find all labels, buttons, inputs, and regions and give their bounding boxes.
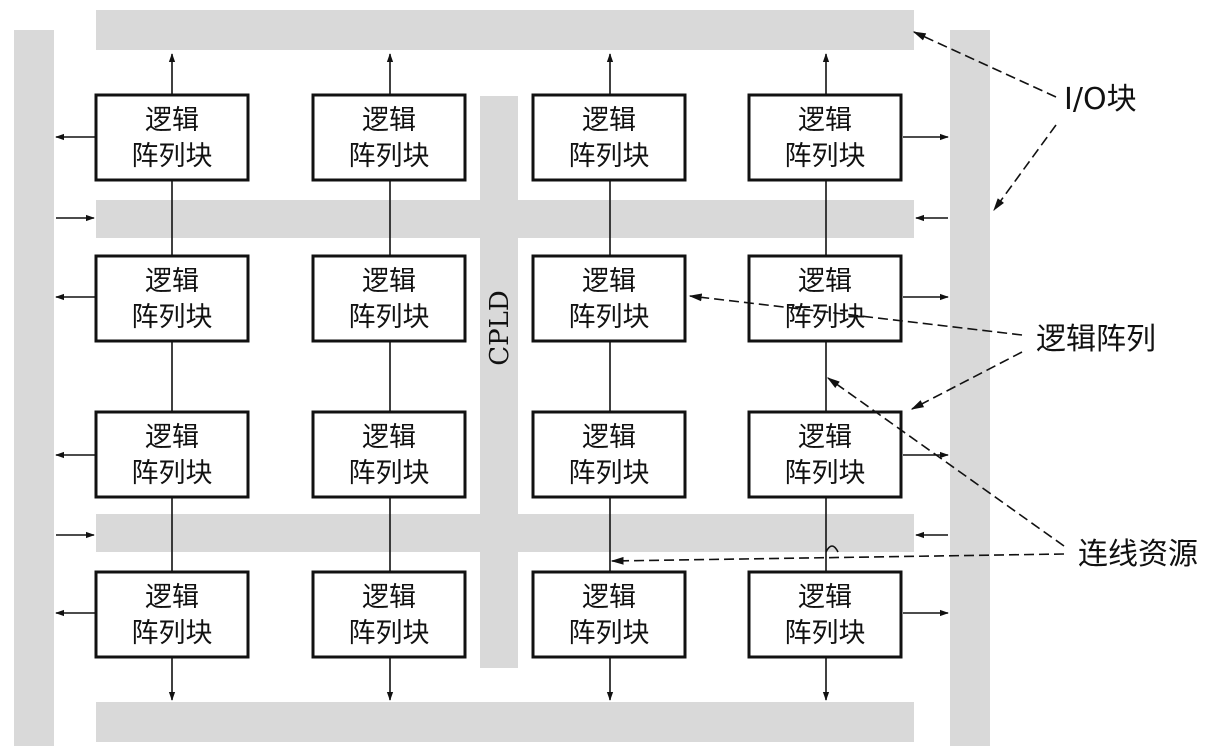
logic-array-block-label-line2: 阵列块: [132, 618, 213, 649]
leader-interconnect-bus: [610, 553, 1065, 565]
bus-layer: [14, 10, 990, 746]
logic-array-blocks: 逻辑阵列块逻辑阵列块逻辑阵列块逻辑阵列块逻辑阵列块逻辑阵列块逻辑阵列块逻辑阵列块…: [94, 93, 903, 659]
logic-array-block-label-line1: 逻辑: [798, 105, 852, 136]
logic-array-block-frame: [747, 410, 903, 499]
logic-array-block-label-line2: 阵列块: [349, 302, 430, 333]
logic-array-block-label-line1: 逻辑: [582, 582, 636, 613]
logic-array-block-label-line2: 阵列块: [569, 141, 650, 172]
column-lines: [171, 178, 839, 572]
logic-array-block-label-line2: 阵列块: [132, 302, 213, 333]
logic-array-block-label-line2: 阵列块: [349, 141, 430, 172]
callout-interconnect-label: 连线资源: [1078, 537, 1198, 572]
io-arrows-horizontal: [55, 133, 949, 617]
logic-array-block-frame: [531, 410, 687, 499]
logic-array-block-label-line2: 阵列块: [569, 618, 650, 649]
io-block-top: [96, 10, 914, 50]
logic-array-block-frame: [94, 410, 250, 499]
logic-array-block-frame: [311, 254, 467, 343]
io-block-left: [14, 30, 54, 746]
cpld-label: CPLD: [485, 290, 515, 366]
logic-array-block-frame: [747, 254, 903, 343]
logic-array-block-label-line1: 逻辑: [798, 422, 852, 453]
io-block-right: [950, 30, 990, 746]
logic-array-block-frame: [94, 570, 250, 659]
logic-array-block-frame: [311, 570, 467, 659]
logic-array-block-label-line2: 阵列块: [132, 141, 213, 172]
logic-array-block-label-line1: 逻辑: [145, 582, 199, 613]
logic-array-block-label-line2: 阵列块: [569, 458, 650, 489]
interconnect-bus-vertical: [480, 96, 518, 668]
callout-leaders: [610, 31, 1065, 565]
logic-array-block-frame: [531, 93, 687, 182]
logic-array-block-frame: [94, 254, 250, 343]
logic-array-block-label-line1: 逻辑: [145, 105, 199, 136]
callout-logic-array-label: 逻辑阵列: [1036, 322, 1156, 357]
logic-array-block-label-line2: 阵列块: [569, 302, 650, 333]
logic-array-block-label-line1: 逻辑: [582, 422, 636, 453]
logic-array-block-label-line2: 阵列块: [785, 141, 866, 172]
logic-array-block-frame: [531, 570, 687, 659]
io-block-bottom: [96, 702, 914, 742]
logic-array-block-label-line2: 阵列块: [132, 458, 213, 489]
leader-logic-block-lower: [910, 351, 1023, 410]
leader-interconnect-line: [826, 377, 1065, 547]
logic-array-block-label-line2: 阵列块: [349, 618, 430, 649]
logic-array-block-frame: [531, 254, 687, 343]
logic-array-block-label-line1: 逻辑: [362, 422, 416, 453]
logic-array-block-label-line2: 阵列块: [785, 302, 866, 333]
logic-array-block-label-line1: 逻辑: [145, 266, 199, 297]
leader-io-right: [993, 124, 1057, 212]
logic-array-block-label-line1: 逻辑: [582, 105, 636, 136]
logic-array-block-label-line2: 阵列块: [349, 458, 430, 489]
logic-array-block-label-line1: 逻辑: [362, 105, 416, 136]
logic-array-block-label-line1: 逻辑: [145, 422, 199, 453]
logic-array-block-label-line2: 阵列块: [785, 458, 866, 489]
logic-array-block-label-line1: 逻辑: [362, 266, 416, 297]
logic-array-block-label-line1: 逻辑: [798, 266, 852, 297]
logic-array-block-frame: [311, 410, 467, 499]
logic-array-block-frame: [311, 93, 467, 182]
logic-array-block-label-line1: 逻辑: [798, 582, 852, 613]
logic-array-block-frame: [94, 93, 250, 182]
io-arrows-vertical: [168, 53, 830, 701]
logic-array-block-label-line2: 阵列块: [785, 618, 866, 649]
logic-array-block-frame: [747, 570, 903, 659]
logic-array-block-label-line1: 逻辑: [582, 266, 636, 297]
logic-array-block-label-line1: 逻辑: [362, 582, 416, 613]
leader-io-top: [912, 31, 1057, 98]
callout-io-label: I/O块: [1064, 82, 1137, 117]
leader-logic-block: [688, 293, 1023, 336]
logic-array-block-frame: [747, 93, 903, 182]
